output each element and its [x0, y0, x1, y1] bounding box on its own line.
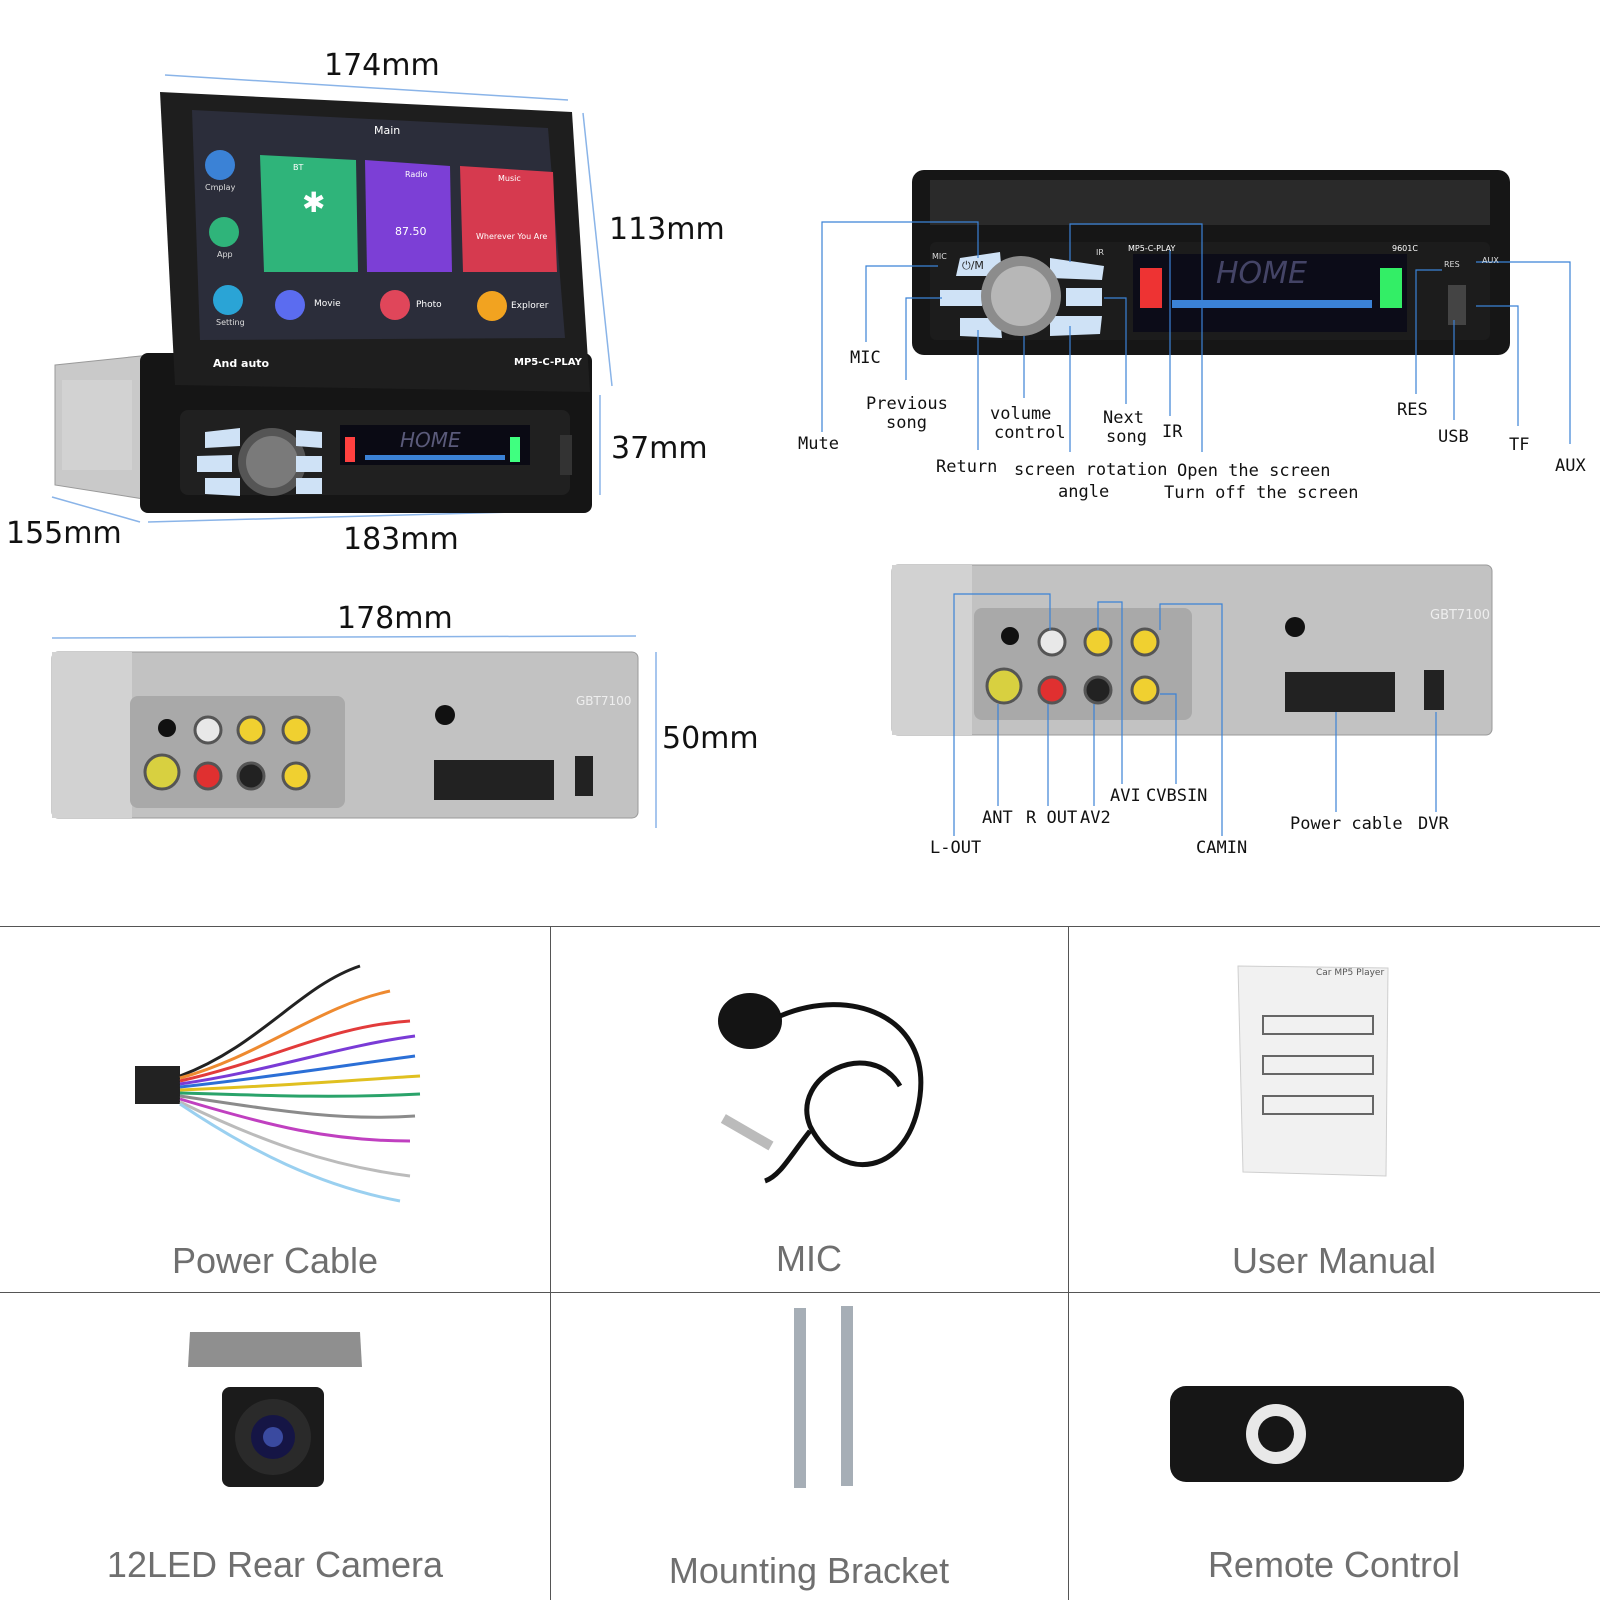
callout-dvr: DVR — [1418, 814, 1449, 834]
rear-camera-icon — [188, 1332, 362, 1487]
callout-ir: IR — [1162, 422, 1183, 442]
screen-model: MP5-C-PLAY — [514, 357, 582, 368]
music-song-title: Wherever You Are — [476, 232, 548, 241]
callout-usb: USB — [1438, 427, 1469, 447]
callout-screen-2: Turn off the screen — [1164, 483, 1359, 503]
callout-r-out: R OUT — [1026, 808, 1078, 828]
manual-title: Car MP5 Player — [1316, 968, 1385, 978]
dimension-body-height: 37mm — [611, 431, 708, 466]
dimension-body-width: 183mm — [343, 522, 459, 557]
radio-frequency: 87.50 — [395, 225, 427, 238]
callout-rotation-1: screen rotation — [1014, 460, 1168, 480]
callout-volume-2: control — [994, 423, 1066, 443]
accessory-label-rear-camera: 12LED Rear Camera — [106, 1544, 444, 1585]
callout-l-out: L-OUT — [930, 838, 982, 858]
accessory-label-user-manual: User Manual — [1231, 1240, 1437, 1281]
callout-res: RES — [1397, 400, 1428, 420]
callout-power-cable: Power cable — [1290, 814, 1403, 834]
accessory-label-power-cable: Power Cable — [171, 1240, 379, 1281]
callout-tf: TF — [1509, 435, 1530, 455]
front-model-label: MP5-C-PLAY — [1128, 244, 1176, 253]
front-display-text: HOME — [1216, 256, 1308, 291]
callout-next-2: song — [1106, 427, 1147, 447]
grid-line-top — [0, 926, 1600, 927]
callout-rotation-2: angle — [1058, 482, 1110, 502]
accessory-label-mic: MIC — [776, 1238, 842, 1279]
callout-previous-song-1: Previous — [866, 394, 948, 414]
callout-ant: ANT — [982, 808, 1013, 828]
rear-model-code-small: GBT7100 — [576, 694, 632, 708]
bracket-icon — [794, 1306, 853, 1488]
power-mode-button-label: ⏻/M — [962, 259, 984, 272]
callout-previous-song-2: song — [886, 413, 927, 433]
dimension-depth: 155mm — [6, 516, 122, 551]
brand-logo: And auto — [213, 357, 270, 370]
front-ir-small: IR — [1096, 248, 1104, 257]
microphone-icon — [718, 993, 924, 1184]
shortcut-explorer: Explorer — [511, 301, 549, 311]
front-aux-small: AUX — [1482, 256, 1499, 265]
front-mic-small: MIC — [932, 252, 947, 261]
grid-line-left — [550, 926, 551, 1600]
callout-avi: AVI — [1110, 786, 1141, 806]
grid-line-middle — [0, 1292, 1600, 1293]
tile-label-bt: BT — [293, 163, 304, 172]
dimension-width-top: 174mm — [324, 48, 440, 83]
callout-camin: CAMIN — [1196, 838, 1248, 858]
callout-mute: Mute — [798, 434, 839, 454]
front-res-small: RES — [1444, 260, 1460, 269]
callout-return: Return — [936, 457, 998, 477]
callout-next-1: Next — [1103, 408, 1144, 428]
rear-model-code: GBT7100 — [1430, 608, 1491, 623]
dimension-screen-height: 113mm — [609, 212, 725, 247]
shortcut-movie: Movie — [314, 299, 341, 309]
callout-volume-1: volume — [990, 404, 1052, 424]
front-display-text-small: HOME — [400, 428, 461, 452]
bluetooth-icon: ✱ — [302, 186, 326, 219]
accessory-label-mounting-bracket: Mounting Bracket — [668, 1550, 950, 1591]
remote-icon — [1170, 1386, 1464, 1482]
sidebar-cmplay: Cmplay — [205, 183, 236, 192]
shortcut-photo: Photo — [416, 300, 442, 310]
screen-title: Main — [374, 124, 401, 137]
callout-aux: AUX — [1555, 456, 1586, 476]
wire-harness-icon — [135, 964, 421, 1203]
tile-label-radio: Radio — [405, 170, 428, 179]
callout-av2: AV2 — [1080, 808, 1111, 828]
front-code-label: 9601C — [1392, 244, 1418, 253]
dimension-rear-width: 178mm — [337, 601, 453, 636]
grid-line-right — [1068, 926, 1069, 1600]
accessory-label-remote-control: Remote Control — [1207, 1544, 1461, 1585]
dimension-rear-height: 50mm — [662, 721, 759, 756]
front-product-drawing — [51, 74, 613, 523]
sidebar-app: App — [217, 250, 233, 259]
callout-mic: MIC — [850, 348, 881, 368]
callout-screen-1: Open the screen — [1177, 461, 1331, 481]
tile-label-music: Music — [498, 174, 521, 183]
manual-booklet-icon — [1237, 965, 1389, 1177]
callout-cvbsin: CVBSIN — [1146, 786, 1208, 806]
sidebar-setting: Setting — [216, 318, 245, 327]
